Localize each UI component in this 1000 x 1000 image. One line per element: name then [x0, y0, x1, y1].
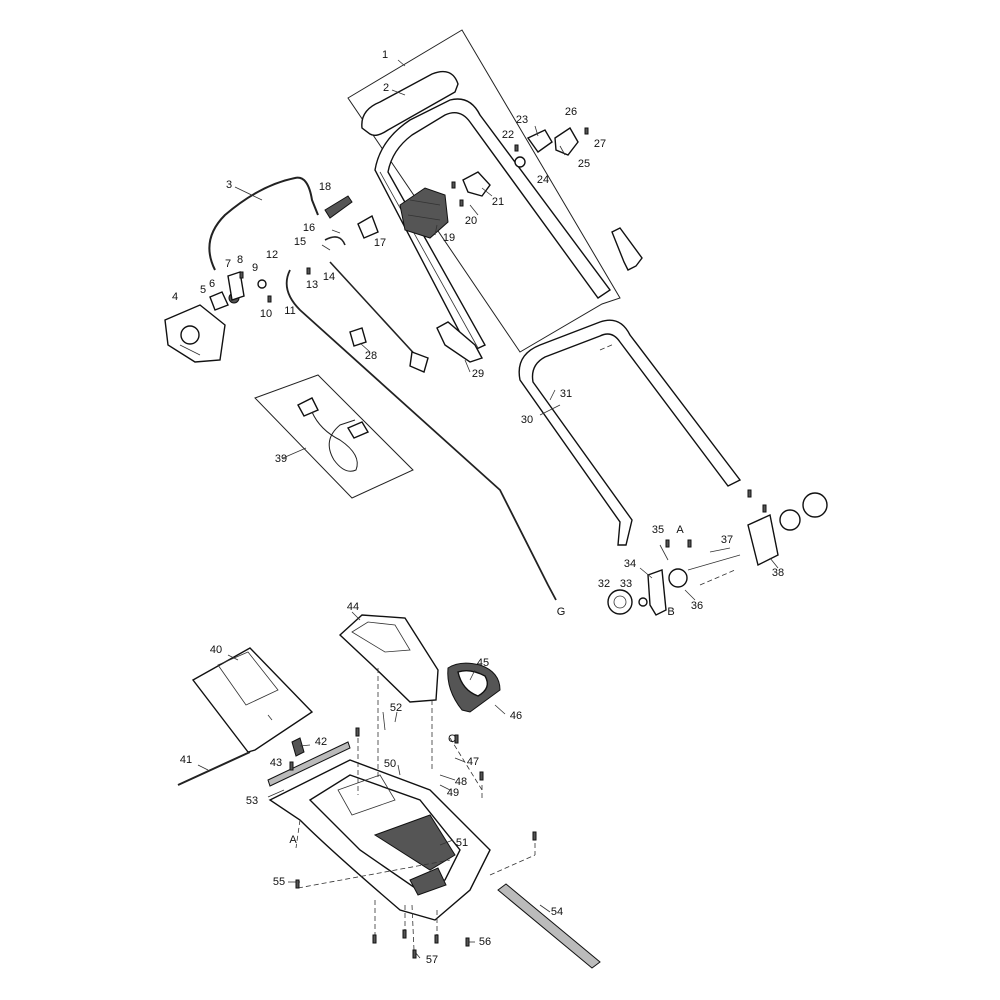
handle-grip: [361, 70, 459, 137]
label-53: 53: [245, 795, 259, 807]
label-14: 14: [322, 271, 336, 283]
label-34: 34: [623, 558, 637, 570]
side-lever: [611, 227, 643, 271]
label-25: 25: [577, 158, 591, 170]
label-55: 55: [272, 876, 286, 888]
label-10: 10: [259, 308, 273, 320]
label-3: 3: [225, 179, 233, 191]
marker-c: C: [448, 733, 456, 745]
mower-deck: [268, 759, 491, 921]
label-38: 38: [771, 567, 785, 579]
label-52: 52: [389, 702, 403, 714]
label-47: 47: [466, 756, 480, 768]
label-13: 13: [305, 279, 319, 291]
label-41: 41: [179, 754, 193, 766]
label-40: 40: [209, 644, 223, 656]
marker-b: B: [667, 606, 675, 618]
label-48: 48: [454, 776, 468, 788]
label-56: 56: [478, 936, 492, 948]
control-cable-12: [285, 269, 557, 601]
leader-lines: [197, 59, 779, 959]
label-33: 33: [619, 578, 633, 590]
cord-kit-frame: [254, 374, 414, 499]
switch-cover-21: [462, 171, 491, 197]
knob-fitting: [514, 127, 579, 168]
flap-strip-53: [267, 741, 351, 787]
carry-handle: [447, 662, 501, 713]
label-26: 26: [564, 106, 578, 118]
label-27: 27: [593, 138, 607, 150]
label-4: 4: [171, 291, 179, 303]
label-6: 6: [208, 278, 216, 290]
label-23: 23: [515, 114, 529, 126]
switch-housing: [164, 304, 226, 363]
switch-box: [399, 187, 449, 239]
height-adjuster: [607, 492, 828, 616]
label-22: 22: [501, 129, 515, 141]
marker-a-lower: A: [289, 834, 297, 846]
label-24: 24: [536, 174, 550, 186]
label-30: 30: [520, 414, 534, 426]
label-45: 45: [476, 657, 490, 669]
part-28: [349, 327, 367, 347]
label-7: 7: [224, 258, 232, 270]
label-29: 29: [471, 368, 485, 380]
handle-assembly-frame: [347, 29, 621, 353]
marker-a-upper: A: [676, 524, 684, 536]
label-2: 2: [382, 82, 390, 94]
part-17: [357, 214, 379, 239]
label-20: 20: [464, 215, 478, 227]
label-36: 36: [690, 600, 704, 612]
label-17: 17: [373, 237, 387, 249]
label-1: 1: [381, 49, 389, 61]
spring-42: [291, 737, 305, 757]
label-46: 46: [509, 710, 523, 722]
label-19: 19: [442, 232, 456, 244]
label-57: 57: [425, 954, 439, 966]
upper-handle-bar: [374, 98, 612, 353]
label-16: 16: [302, 222, 316, 234]
marker-g: G: [556, 606, 566, 618]
label-31: 31: [559, 388, 573, 400]
label-51: 51: [455, 837, 469, 849]
label-15: 15: [293, 236, 307, 248]
label-21: 21: [491, 196, 505, 208]
label-8: 8: [236, 254, 244, 266]
cord-14: [329, 261, 421, 361]
label-18: 18: [318, 181, 332, 193]
label-28: 28: [364, 350, 378, 362]
upper-cover: [338, 614, 439, 703]
plug-cord: [409, 351, 429, 373]
label-54: 54: [550, 906, 564, 918]
label-49: 49: [446, 787, 460, 799]
skirt-strip-54: [497, 883, 601, 969]
label-50: 50: [383, 758, 397, 770]
power-cord: [297, 397, 370, 472]
label-12: 12: [265, 249, 279, 261]
label-37: 37: [720, 534, 734, 546]
label-5: 5: [199, 284, 207, 296]
label-11: 11: [284, 305, 296, 317]
lever-29: [436, 321, 484, 363]
screws: [239, 127, 767, 959]
label-32: 32: [597, 578, 611, 590]
label-35: 35: [651, 524, 665, 536]
part-15: [324, 236, 346, 246]
label-43: 43: [269, 757, 283, 769]
cable-3: [208, 176, 319, 271]
lower-handle-bar: [518, 319, 742, 546]
rod-41: [177, 751, 251, 786]
switch-parts: [209, 271, 267, 311]
part-18: [324, 195, 353, 219]
grass-box-lid: [191, 647, 314, 753]
label-39: 39: [274, 453, 288, 465]
label-44: 44: [346, 601, 360, 613]
label-42: 42: [314, 736, 328, 748]
label-9: 9: [251, 262, 259, 274]
